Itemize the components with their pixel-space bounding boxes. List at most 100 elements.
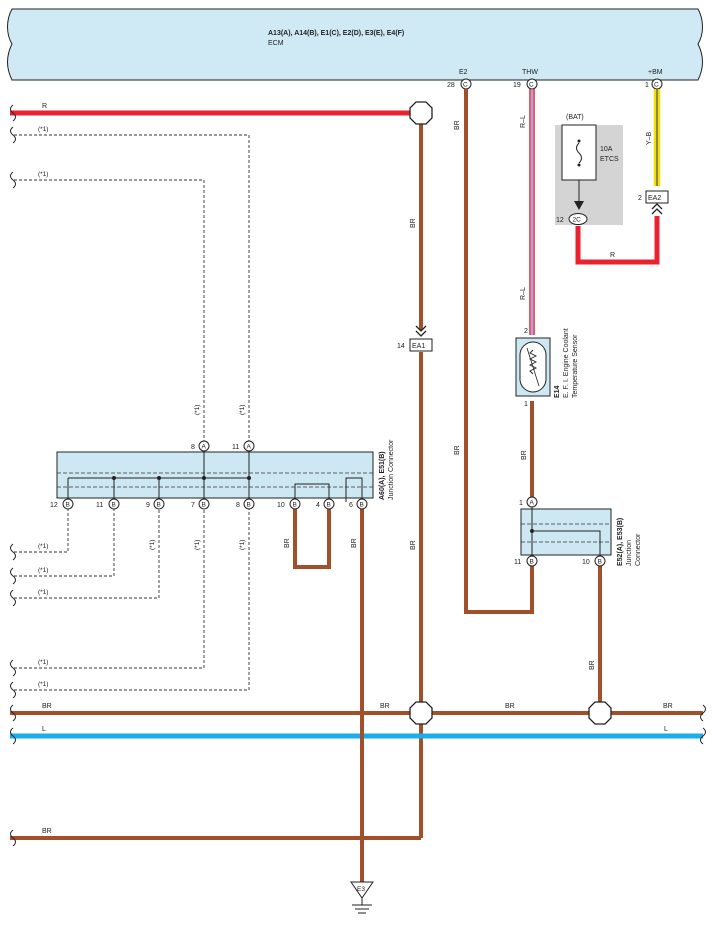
splice-top [409, 101, 433, 125]
svg-text:B: B [293, 502, 297, 509]
svg-text:BR: BR [351, 538, 358, 548]
ecm-codes: A13(A), A14(B), E1(C), E2(D), E3(E), E4(… [268, 30, 404, 37]
svg-text:R: R [610, 252, 615, 259]
jc-e52-codes: E52(A), E53(B) [617, 518, 624, 566]
svg-text:B: B [327, 502, 331, 509]
svg-text:(*1): (*1) [194, 405, 201, 415]
fuse-rating: 10A [600, 146, 613, 153]
svg-text:(*1): (*1) [38, 543, 48, 550]
dashed-wires [14, 134, 250, 691]
svg-text:28: 28 [447, 82, 455, 89]
jc-e52-name-2: Connector [635, 533, 642, 566]
svg-text:1: 1 [524, 401, 528, 408]
junction-connector-e52: 1 A 11 B 10 B E52(A), E53(B) Junction Co… [514, 496, 642, 567]
svg-text:A: A [530, 500, 535, 507]
svg-text:R–L: R–L [520, 287, 527, 300]
svg-text:+BM: +BM [648, 69, 663, 76]
svg-text:19: 19 [513, 82, 521, 89]
svg-text:1: 1 [645, 82, 649, 89]
svg-text:L: L [42, 726, 46, 733]
svg-text:2: 2 [524, 328, 528, 335]
jc-e52-name-1: Junction [626, 540, 633, 566]
svg-text:L: L [664, 726, 668, 733]
jc-a60-top-pins: 8 A 11 A [191, 440, 255, 452]
svg-text:C: C [654, 82, 659, 89]
svg-text:6: 6 [349, 502, 353, 509]
svg-text:11: 11 [514, 559, 521, 566]
fuse-pin-label: 2C [573, 217, 582, 224]
jc-a60-name: Junction Connector [388, 439, 395, 500]
svg-text:10: 10 [277, 502, 285, 509]
fuse-name: ETCS [600, 156, 619, 163]
svg-text:BR: BR [380, 703, 390, 710]
svg-text:1: 1 [519, 500, 523, 507]
svg-text:2: 2 [638, 195, 642, 202]
svg-text:9: 9 [146, 502, 150, 509]
fuse-pin-num: 12 [556, 217, 564, 224]
svg-text:A: A [247, 444, 252, 451]
svg-text:B: B [202, 502, 206, 509]
svg-text:B: B [66, 502, 70, 509]
svg-text:(*1): (*1) [194, 540, 201, 550]
wire-rl-thw [529, 89, 535, 335]
svg-text:(*1): (*1) [38, 681, 48, 688]
svg-text:E2: E2 [459, 69, 468, 76]
svg-text:BR: BR [521, 450, 528, 460]
fuse-source: (BAT) [566, 114, 584, 121]
svg-text:BR: BR [505, 703, 515, 710]
svg-text:11: 11 [96, 502, 103, 509]
svg-text:BR: BR [284, 538, 291, 548]
ecm-pin-bm: +BM 1 C [645, 69, 663, 90]
svg-text:B: B [598, 559, 602, 566]
svg-text:14: 14 [397, 343, 405, 350]
ecm-pin-e2: E2 28 C [447, 69, 472, 90]
coolant-temp-sensor: 2 1 E14 E. F. I. Engine Coolant Temperat… [515, 328, 579, 408]
ecm-block: A13(A), A14(B), E1(C), E2(D), E3(E), E4(… [7, 8, 703, 81]
svg-text:(*1): (*1) [239, 405, 246, 415]
wire-br-e2 [464, 89, 534, 614]
svg-text:BR: BR [454, 120, 461, 130]
svg-text:Y–B: Y–B [646, 131, 653, 145]
svg-text:C: C [529, 82, 534, 89]
splice-bus-right [588, 701, 612, 725]
svg-text:BR: BR [42, 703, 52, 710]
junction-connector-a60: A60(A), E51(B) Junction Connector [56, 439, 395, 502]
svg-text:BR: BR [410, 218, 417, 228]
connector-ea2: EA2 2 [638, 190, 669, 215]
svg-text:4: 4 [316, 502, 320, 509]
svg-text:E3: E3 [357, 886, 365, 893]
svg-text:(*1): (*1) [38, 126, 48, 133]
wire-yb-bm [653, 89, 661, 186]
fuse-etcs: (BAT) 10A ETCS 12 2C [555, 114, 623, 225]
sensor-code: E14 [554, 385, 561, 398]
svg-text:EA2: EA2 [648, 195, 661, 202]
svg-text:A: A [202, 444, 207, 451]
wire-red-fuse [575, 216, 660, 265]
svg-text:8: 8 [191, 444, 195, 451]
svg-text:BR: BR [663, 703, 673, 710]
wire-label-r-top: R [42, 103, 47, 110]
svg-text:7: 7 [191, 502, 195, 509]
svg-text:12: 12 [50, 502, 58, 509]
svg-text:B: B [360, 502, 364, 509]
svg-text:(*1): (*1) [38, 589, 48, 596]
svg-text:(*1): (*1) [38, 171, 48, 178]
wire-br-loop [293, 508, 331, 569]
dashed-labels: (*1) (*1) (*1) (*1) (*1) (*1) (*1) (*1) … [38, 126, 246, 688]
svg-text:B: B [157, 502, 161, 509]
ecm-pin-thw: THW 19 C [513, 69, 538, 90]
sensor-name-1: E. F. I. Engine Coolant [563, 328, 570, 398]
wire-break-marks [10, 104, 706, 847]
svg-text:R–L: R–L [520, 115, 527, 128]
svg-text:BR: BR [42, 828, 52, 835]
svg-text:11: 11 [232, 444, 239, 451]
svg-text:BR: BR [454, 445, 461, 455]
svg-text:C: C [463, 82, 468, 89]
svg-text:(*1): (*1) [149, 540, 156, 550]
svg-text:(*1): (*1) [239, 540, 246, 550]
svg-text:BR: BR [589, 660, 596, 670]
svg-text:BR: BR [410, 540, 417, 550]
svg-text:B: B [112, 502, 116, 509]
svg-text:(*1): (*1) [38, 567, 48, 574]
